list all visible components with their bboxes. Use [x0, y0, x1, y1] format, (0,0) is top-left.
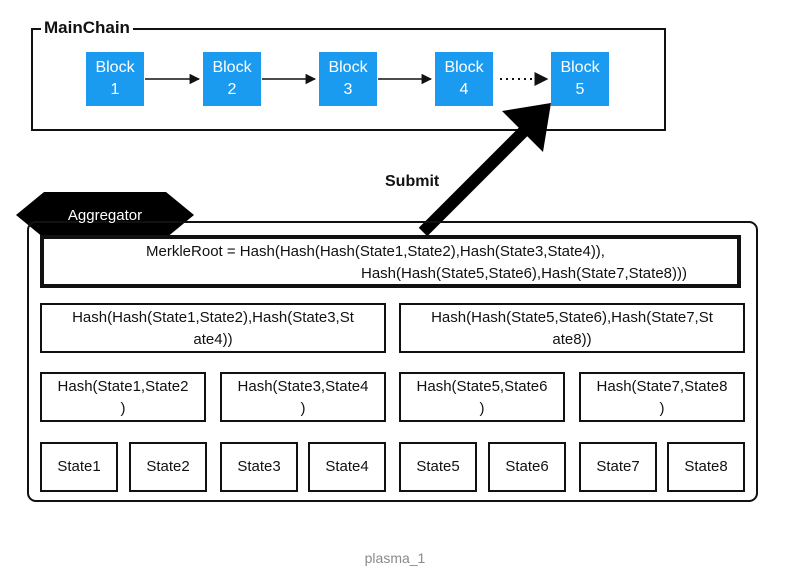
state-box-5: State5: [399, 442, 477, 492]
block-2-label: Block: [212, 59, 252, 76]
figure-caption: plasma_1: [364, 550, 426, 566]
hash-level2-box-2-line1: Hash(Hash(State5,State6),Hash(State7,St: [431, 309, 713, 326]
hash-level2-box-1: Hash(Hash(State1,State2),Hash(State3,St …: [40, 303, 386, 353]
block-5: Block 5: [551, 52, 609, 106]
hash-level2-box-2: Hash(Hash(State5,State6),Hash(State7,St …: [399, 303, 745, 353]
block-5-number: 5: [575, 81, 585, 98]
hash-level2-box-1-line2: ate4)): [193, 331, 233, 348]
hash-level1-box-1: Hash(State1,State2 ): [40, 372, 206, 422]
block-4-label: Block: [444, 59, 484, 76]
mainchain-title: MainChain: [41, 17, 133, 39]
block-2-number: 2: [227, 81, 237, 98]
merkle-root-line2: Hash(Hash(State5,State6),Hash(State7,Sta…: [361, 265, 687, 282]
aggregator-frame: [27, 221, 758, 502]
hash-level1-box-2-line1: Hash(State3,State4: [237, 378, 369, 395]
state-box-6: State6: [488, 442, 566, 492]
state-box-1: State1: [40, 442, 118, 492]
state-box-2: State2: [129, 442, 207, 492]
block-1: Block 1: [86, 52, 144, 106]
hash-level1-box-2: Hash(State3,State4 ): [220, 372, 386, 422]
state-box-3: State3: [220, 442, 298, 492]
state-box-4: State4: [308, 442, 386, 492]
aggregator-label: Aggregator: [67, 207, 143, 224]
hash-level1-box-4-line2: ): [659, 400, 665, 417]
merkle-root-line1: MerkleRoot = Hash(Hash(Hash(State1,State…: [146, 243, 605, 260]
block-3-number: 3: [343, 81, 353, 98]
hash-level2-box-1-line1: Hash(Hash(State1,State2),Hash(State3,St: [72, 309, 354, 326]
hash-level1-box-1-line2: ): [120, 400, 126, 417]
hash-level1-box-2-line2: ): [300, 400, 306, 417]
submit-arrow-shaft: [418, 125, 530, 237]
hash-level1-box-4-line1: Hash(State7,State8: [596, 378, 728, 395]
block-4: Block 4: [435, 52, 493, 106]
hash-level1-box-3: Hash(State5,State6 ): [399, 372, 565, 422]
merkle-root-box: MerkleRoot = Hash(Hash(Hash(State1,State…: [40, 235, 741, 288]
submit-label: Submit: [385, 173, 440, 190]
block-4-number: 4: [459, 81, 469, 98]
hash-level1-box-4: Hash(State7,State8 ): [579, 372, 745, 422]
state-box-7: State7: [579, 442, 657, 492]
aggregator-badge-shape: [16, 192, 194, 238]
hash-level1-box-1-line1: Hash(State1,State2: [57, 378, 189, 395]
hash-level1-box-3-line2: ): [479, 400, 485, 417]
state-box-8: State8: [667, 442, 745, 492]
block-3: Block 3: [319, 52, 377, 106]
block-5-label: Block: [560, 59, 600, 76]
hash-level1-box-3-line1: Hash(State5,State6: [416, 378, 548, 395]
block-3-label: Block: [328, 59, 368, 76]
block-1-number: 1: [110, 81, 120, 98]
mainchain-frame: [31, 28, 666, 131]
block-2: Block 2: [203, 52, 261, 106]
hash-level2-box-2-line2: ate8)): [552, 331, 592, 348]
submit-arrow-head: [502, 103, 551, 152]
block-1-label: Block: [95, 59, 135, 76]
